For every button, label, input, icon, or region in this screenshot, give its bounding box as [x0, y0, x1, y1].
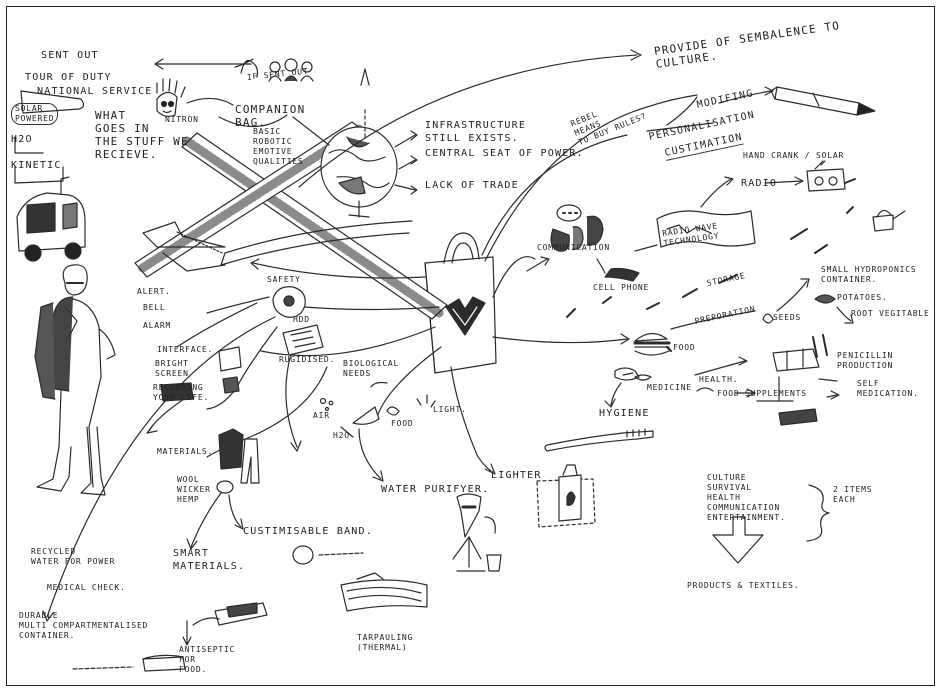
label-lack-of-trade: LACK OF TRADE: [425, 180, 519, 191]
label-products-textiles: PRODUCTS & TEXTILES.: [687, 581, 800, 590]
mindmap-sheet: SENT OUT TOUR OF DUTY NATIONAL SERVICE S…: [6, 6, 935, 686]
globe-icon: [320, 68, 398, 218]
label-sent-out: SENT OUT: [41, 50, 99, 61]
medicine-icon: [614, 367, 652, 381]
label-potatoes: POTATOES.: [837, 293, 888, 302]
burger-icon: [633, 332, 671, 356]
device-icons: [160, 346, 242, 402]
label-alarm: ALARM: [143, 321, 172, 330]
crossed-out-x-icon: [134, 121, 448, 320]
label-customisable-band: CUSTIMISABLE BAND.: [243, 526, 373, 537]
robot-vehicle-icon: [16, 176, 86, 262]
label-medical-check: MEDICAL CHECK.: [47, 583, 126, 592]
speech-bubbles-icon: [550, 204, 604, 252]
label-bell: BELL: [143, 303, 166, 312]
label-air: AIR: [313, 411, 330, 420]
label-hdd: HDD: [293, 315, 310, 324]
central-bag-icon: [424, 232, 497, 374]
label-alert: ALERT.: [137, 287, 171, 296]
toothbrush-icon: [544, 428, 654, 452]
label-food-supplements: FOOD SUPPLEMENTS: [717, 389, 807, 398]
label-lighter: LIGHTER: [491, 470, 542, 481]
water-purifier-icon: [452, 493, 502, 572]
tarpaulin-icon: [340, 572, 428, 612]
robot-head-icon: [156, 78, 186, 117]
label-h2o-mid: H2O: [333, 431, 350, 440]
supplement-box-icon: [778, 408, 818, 426]
label-kinetic: KINETIC: [11, 160, 62, 171]
penicillin-vials-icon: [772, 334, 828, 372]
label-cell-phone: CELL PHONE: [593, 283, 650, 292]
label-radio: RADIO: [741, 178, 778, 189]
label-seeds: SEEDS: [773, 313, 802, 322]
label-medicine: MEDICINE: [647, 383, 692, 392]
band-icon: [292, 545, 314, 565]
label-nitron: NITRON: [165, 115, 199, 124]
radio-wave-map-icon: [656, 210, 756, 248]
label-ruggedised: RUGIDISED.: [279, 355, 336, 364]
label-national-service: NATIONAL SERVICE: [37, 86, 153, 97]
helmet-icon: [272, 286, 306, 318]
cell-phone-icon: [604, 267, 640, 282]
hard-drive-icon: [282, 324, 324, 356]
label-food-right: FOOD: [673, 343, 696, 352]
label-safety: SAFETY: [267, 275, 301, 284]
label-materials: MATERIALS.: [157, 447, 214, 456]
label-food-mid: FOOD: [391, 419, 414, 428]
label-tarpaulin: TARPAULING(THERMAL): [357, 633, 414, 652]
label-tour-of-duty: TOUR OF DUTY: [25, 72, 112, 83]
people-icons: [234, 58, 314, 82]
seeds-icon: [762, 313, 774, 324]
label-health: HEALTH.: [699, 375, 739, 384]
wrist-device-icon: [192, 602, 268, 626]
label-central-seat: CENTRAL SEAT OF POWER.: [425, 148, 584, 159]
down-arrow-icon: [712, 516, 764, 564]
clothing-icons: [216, 428, 260, 494]
label-communication: COMMUNICATION: [537, 243, 611, 252]
label-interface: INTERFACE.: [157, 345, 214, 354]
watering-can-icon: [872, 209, 906, 232]
container-icon: [142, 654, 186, 672]
pen-icon: [770, 86, 876, 116]
sketch-drawing: [14, 49, 906, 672]
person-with-backpack-icon: [34, 264, 116, 496]
label-water-purifier: WATER PURIFYER.: [381, 484, 490, 495]
label-root-vegetable: ROOT VEGITABLE: [851, 309, 930, 318]
label-hygiene: HYGIENE: [599, 408, 650, 419]
label-light: LIGHT.: [433, 405, 467, 414]
radio-icon: [806, 160, 856, 192]
label-h2o-left: H2O: [11, 134, 33, 145]
label-hand-crank: HAND CRANK / SOLAR: [743, 151, 845, 160]
lighter-icon: [536, 464, 596, 528]
big-arrow-icon: [142, 220, 413, 272]
potato-icon: [814, 294, 836, 304]
